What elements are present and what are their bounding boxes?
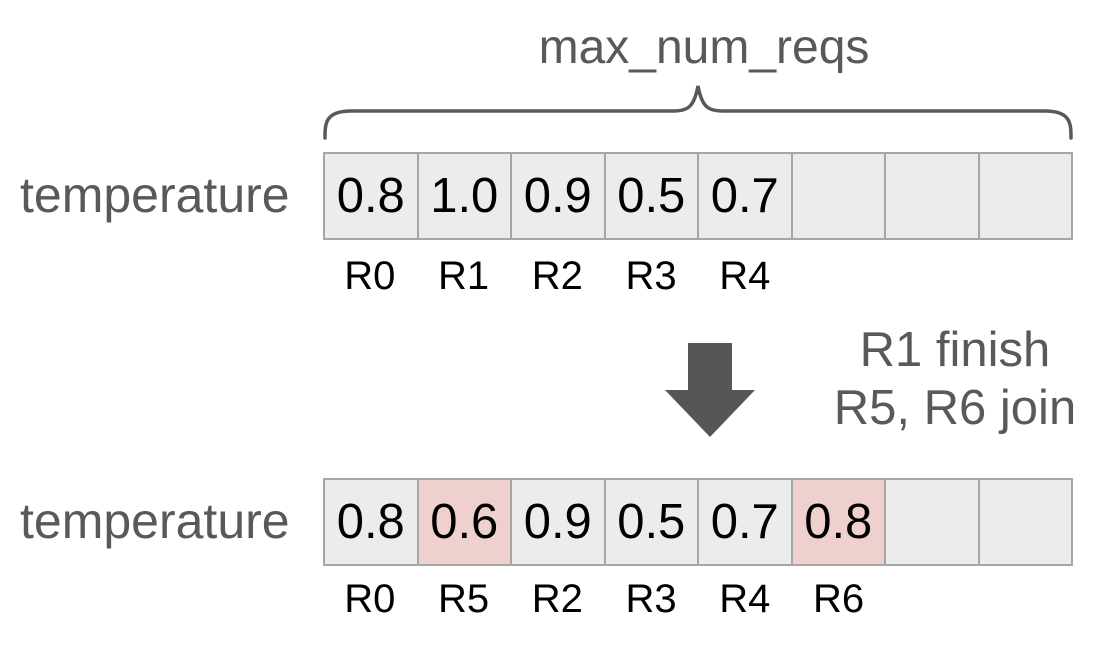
request-label: R0 — [344, 577, 396, 621]
array-cell — [884, 478, 980, 566]
array-cell: 0.9 — [510, 478, 606, 566]
array-cell — [790, 152, 886, 240]
array-cell — [884, 152, 980, 240]
request-label — [979, 254, 1073, 298]
request-label — [886, 577, 980, 621]
array-cell: 0.7 — [697, 478, 793, 566]
request-label: R5 — [438, 577, 490, 621]
request-label: R4 — [719, 577, 771, 621]
request-label: R2 — [531, 577, 583, 621]
request-label: R3 — [625, 577, 677, 621]
down-arrow-icon — [665, 343, 755, 437]
array-cell: 0.8 — [790, 478, 886, 566]
array-cell: 0.5 — [603, 478, 699, 566]
request-labels-after: R0 R5 R2 R3 R4 R6 — [323, 577, 1073, 621]
request-label: R4 — [719, 254, 771, 298]
array-cell: 0.9 — [510, 152, 606, 240]
array-cell: 0.8 — [323, 478, 419, 566]
request-label: R6 — [813, 577, 865, 621]
temperature-label-before: temperature — [20, 167, 290, 223]
request-label: R0 — [344, 254, 396, 298]
array-cell: 0.8 — [323, 152, 419, 240]
request-label — [979, 577, 1073, 621]
request-label: R1 — [438, 254, 490, 298]
request-label: R2 — [531, 254, 583, 298]
transition-label: R1 finish R5, R6 join — [785, 321, 1110, 437]
array-cell: 0.6 — [416, 478, 512, 566]
request-label: R3 — [625, 254, 677, 298]
request-labels-before: R0 R1 R2 R3 R4 — [323, 254, 1073, 298]
array-cell: 1.0 — [416, 152, 512, 240]
request-label — [792, 254, 886, 298]
transition-line-1: R1 finish — [859, 323, 1051, 377]
curly-brace-icon — [323, 85, 1073, 140]
max-num-reqs-label: max_num_reqs — [538, 21, 870, 74]
array-cell — [977, 152, 1073, 240]
array-cell — [977, 478, 1073, 566]
transition-line-2: R5, R6 join — [833, 381, 1077, 435]
array-cell: 0.5 — [603, 152, 699, 240]
array-cell: 0.7 — [697, 152, 793, 240]
request-label — [886, 254, 980, 298]
temperature-label-after: temperature — [20, 493, 290, 549]
